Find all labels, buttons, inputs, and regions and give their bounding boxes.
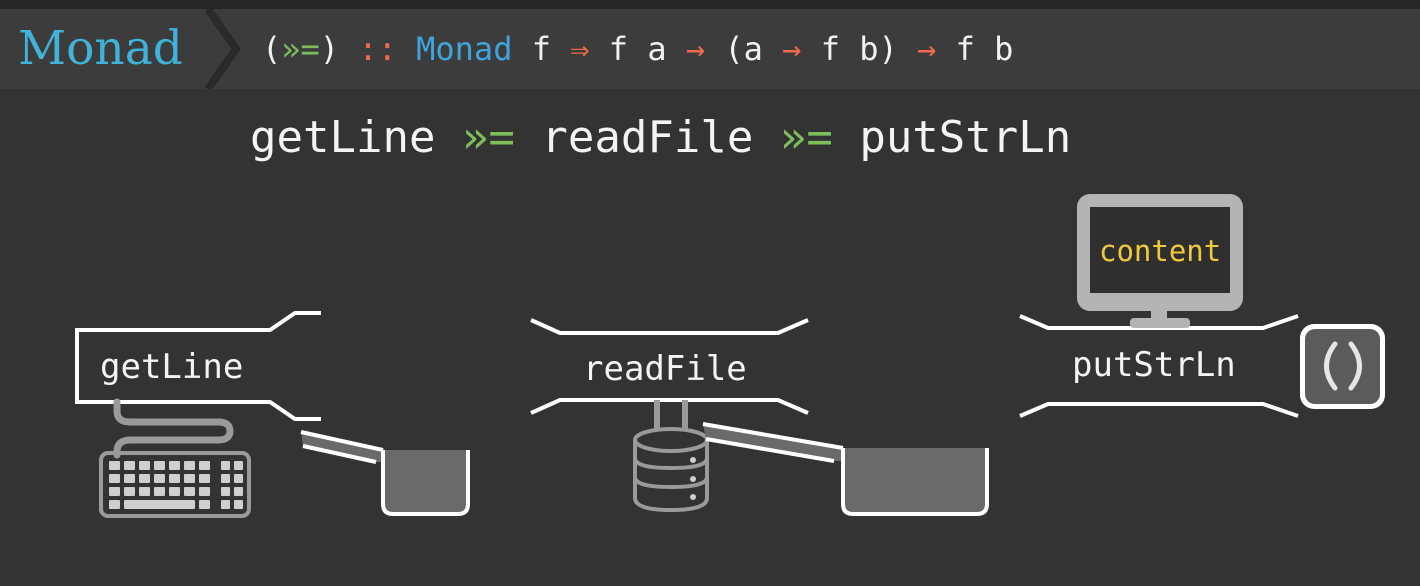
sig-arrow-2: →	[782, 30, 802, 68]
expr-bind-2: »=	[779, 112, 833, 163]
breadcrumb-chevron-icon	[204, 9, 241, 89]
sig-colons: ::	[358, 30, 397, 68]
sig-fa: f a	[608, 30, 667, 68]
getline-pipe: getLine	[75, 311, 321, 421]
monitor-icon: content	[1077, 194, 1243, 328]
expr-readfile: readFile	[541, 112, 754, 163]
putstrln-label: putStrLn	[1072, 345, 1236, 385]
header-bar: Monad (»=) :: Monad f ⇒ f a → (a → f b) …	[0, 9, 1420, 89]
sig-fb-paren: f b)	[820, 30, 898, 68]
unit-value-icon	[1300, 324, 1385, 409]
bind-expression: getLine »= readFile »= putStrLn	[250, 110, 1071, 166]
sig-class: Monad	[416, 30, 513, 68]
monitor-content-text: content	[1099, 234, 1221, 268]
page-title: Monad	[18, 21, 183, 76]
type-signature: (»=) :: Monad f ⇒ f a → (a → f b) → f b	[262, 27, 1013, 71]
sig-f: f	[531, 30, 551, 68]
expr-getline: getLine	[250, 112, 436, 163]
readfile-pipe: readFile	[530, 318, 809, 415]
keyboard-cable	[113, 398, 234, 459]
expr-putstrln: putStrLn	[859, 112, 1072, 163]
database-icon	[633, 427, 709, 513]
getline-label: getLine	[100, 347, 243, 387]
keyboard-icon	[99, 451, 251, 518]
sig-close: )	[319, 30, 340, 68]
sig-arrow-3: →	[917, 30, 937, 68]
expr-bind-1: »=	[461, 112, 515, 163]
sig-fb: f b	[955, 30, 1014, 68]
sig-paren-a: (a	[724, 30, 763, 68]
readfile-label: readFile	[583, 349, 747, 389]
putstrln-pipe: putStrLn	[1019, 314, 1299, 418]
readfile-bucket-icon	[702, 422, 989, 516]
sig-arrow-1: →	[685, 30, 706, 68]
sig-fat-arrow: ⇒	[570, 30, 590, 68]
database-cable	[654, 400, 688, 430]
sig-open: (	[262, 30, 282, 68]
getline-bucket-icon	[300, 430, 470, 516]
top-band	[0, 0, 1420, 9]
sig-bind-operator: »=	[281, 30, 320, 68]
